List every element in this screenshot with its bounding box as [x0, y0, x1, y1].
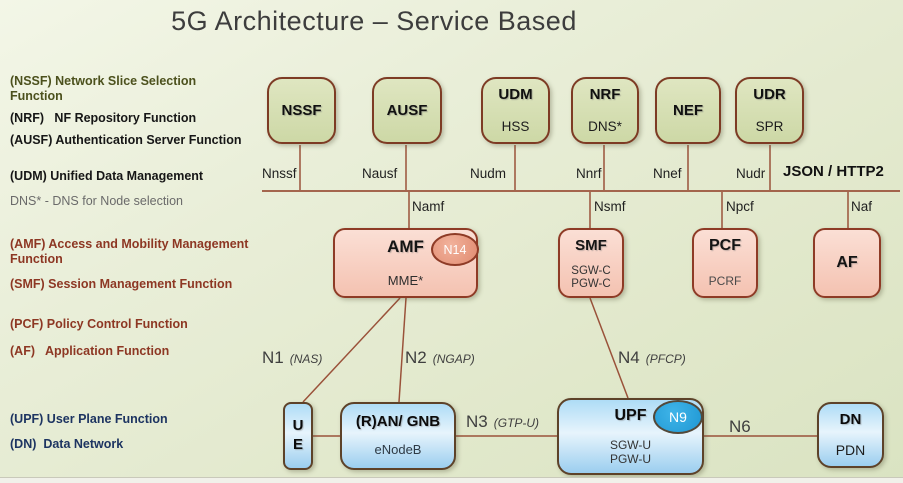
n4-name: N4: [618, 348, 640, 367]
smf-label: SMF: [575, 237, 607, 254]
pcf-sublabel: PCRF: [708, 274, 742, 288]
ran-label: (R)AN/ GNB: [355, 413, 441, 430]
n6-interface-label: N6: [729, 417, 751, 437]
amf-sublabel: MME*: [387, 273, 424, 288]
legend-item-pcf: (PCF) Policy Control Function: [10, 317, 188, 331]
upf-node: UPF SGW-U PGW-U N9: [557, 398, 704, 475]
legend-item-ausf: (AUSF) Authentication Server Function: [10, 133, 242, 147]
bus-label-nausf: Nausf: [362, 166, 398, 181]
bus-label-nudm: Nudm: [470, 166, 507, 181]
legend-item-nssf: (NSSF) Network Slice Selection Function: [10, 74, 200, 103]
bus-label-nnrf: Nnrf: [576, 166, 602, 181]
legend-item-af: (AF) Application Function: [10, 344, 170, 358]
ue-label-u: U: [292, 417, 304, 435]
nrf-node: NRF DNS*: [571, 77, 639, 144]
bus-label-nsmf: Nsmf: [594, 199, 626, 214]
legend-item-smf: (SMF) Session Management Function: [10, 277, 233, 291]
n2-name: N2: [405, 348, 427, 367]
udm-label: UDM: [498, 86, 533, 103]
bus-label-nudr: Nudr: [736, 166, 766, 181]
dn-sublabel: PDN: [835, 442, 866, 458]
amf-label: AMF: [387, 237, 424, 256]
smf-sublabel-2: PGW-C: [571, 277, 611, 290]
nef-label: NEF: [673, 102, 703, 119]
n1-name: N1: [262, 348, 284, 367]
af-label: AF: [836, 254, 858, 271]
n4-protocol: (PFCP): [645, 352, 686, 366]
bus-label-npcf: Npcf: [726, 199, 754, 214]
bus-label-nnssf: Nnssf: [262, 166, 297, 181]
ran-sublabel: eNodeB: [374, 442, 422, 457]
ausf-label: AUSF: [386, 102, 428, 119]
amf-node: AMF MME* N14: [333, 228, 479, 298]
nssf-label: NSSF: [281, 102, 322, 119]
nrf-sublabel: DNS*: [588, 119, 622, 134]
ran-node: (R)AN/ GNB eNodeB: [340, 402, 456, 470]
udr-sublabel: SPR: [755, 119, 784, 134]
ue-label-e: E: [292, 436, 303, 453]
pcf-node: PCF PCRF: [692, 228, 758, 298]
upf-label: UPF: [614, 407, 647, 424]
nrf-label: NRF: [589, 86, 621, 103]
nef-node: NEF: [655, 77, 721, 144]
page-title: 5G Architecture – Service Based: [171, 6, 577, 36]
udm-node: UDM HSS: [481, 77, 550, 144]
legend-item-nrf: (NRF) NF Repository Function: [10, 111, 197, 125]
legend-item-amf: (AMF) Access and Mobility Management Fun…: [10, 237, 252, 266]
n3-name: N3: [466, 412, 488, 431]
n1-interface-label: N1 (NAS): [262, 348, 322, 368]
bus-protocol-label: JSON / HTTP2: [783, 163, 884, 180]
udr-label: UDR: [753, 86, 786, 103]
udr-node: UDR SPR: [735, 77, 804, 144]
n3-protocol: (GTP-U): [493, 416, 540, 430]
n14-badge: N14: [431, 233, 479, 266]
upf-sublabel-2: PGW-U: [609, 452, 652, 467]
legend-item-dn: (DN) Data Network: [10, 437, 124, 451]
ue-node: U E: [283, 402, 313, 470]
n1-protocol: (NAS): [289, 352, 323, 366]
dn-label: DN: [839, 411, 862, 428]
legend-item-dns: DNS* - DNS for Node selection: [10, 194, 183, 208]
n3-interface-label: N3 (GTP-U): [466, 412, 539, 432]
n6-name: N6: [729, 417, 751, 436]
n9-badge: N9: [653, 400, 703, 434]
nssf-node: NSSF: [267, 77, 336, 144]
n2-protocol: (NGAP): [432, 352, 475, 366]
upf-sublabel-1: SGW-U: [609, 438, 652, 453]
smf-sublabels: SGW-C PGW-C: [571, 265, 610, 291]
bus-label-namf: Namf: [412, 199, 445, 214]
udm-sublabel: HSS: [501, 119, 530, 134]
bus-label-naf: Naf: [851, 199, 873, 214]
smf-sublabel-1: SGW-C: [571, 264, 611, 277]
bus-label-nnef: Nnef: [653, 166, 682, 181]
legend-item-udm: (UDM) Unified Data Management: [10, 169, 204, 183]
n4-interface-label: N4 (PFCP): [618, 348, 686, 368]
upf-sublabels: SGW-U PGW-U: [610, 439, 651, 467]
smf-node: SMF SGW-C PGW-C: [558, 228, 624, 298]
pcf-label: PCF: [709, 237, 741, 254]
ausf-node: AUSF: [372, 77, 442, 144]
n2-interface-label: N2 (NGAP): [405, 348, 475, 368]
dn-node: DN PDN: [817, 402, 884, 468]
af-node: AF: [813, 228, 881, 298]
slide-bottom-edge: [0, 477, 903, 483]
legend-item-upf: (UPF) User Plane Function: [10, 412, 168, 426]
